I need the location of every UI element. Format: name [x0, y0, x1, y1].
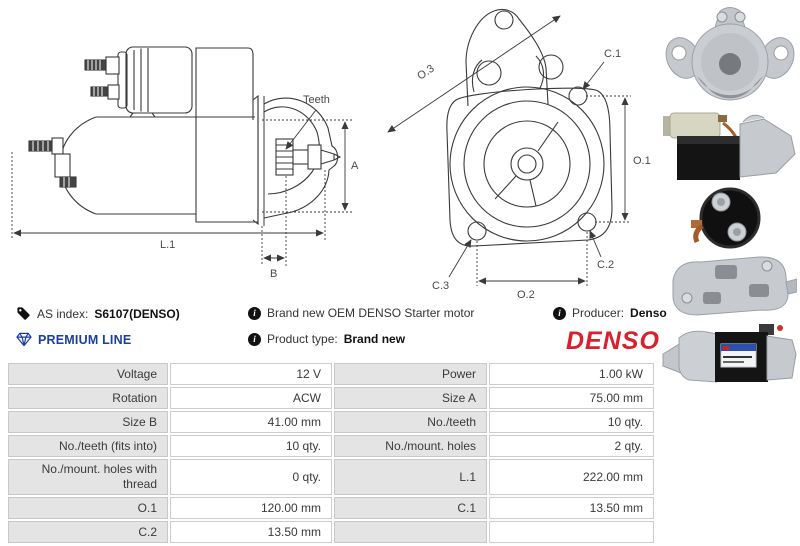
spec-label: C.2 [8, 521, 168, 543]
info-icon: i [248, 332, 261, 346]
spec-label: No./teeth (fits into) [8, 435, 168, 457]
producer-row: i Producer: Denso [553, 306, 667, 320]
spec-value: 13.50 mm [170, 521, 332, 543]
diamond-icon [16, 332, 32, 347]
spec-value: 10 qty. [489, 411, 654, 433]
premium-line-row: PREMIUM LINE [16, 332, 131, 347]
spec-label: Size A [334, 387, 487, 409]
spec-value: 13.50 mm [489, 497, 654, 519]
spec-label: No./teeth [334, 411, 487, 433]
spec-value: 41.00 mm [170, 411, 332, 433]
table-row: Size B 41.00 mm No./teeth 10 qty. [8, 411, 656, 433]
side-view-drawing [28, 46, 342, 226]
spec-value: 2 qty. [489, 435, 654, 457]
tag-icon [17, 307, 30, 320]
premium-line-label: PREMIUM LINE [38, 332, 132, 347]
product-photo-side-label[interactable] [659, 320, 800, 396]
spec-value: 222.00 mm [489, 459, 654, 495]
table-row: No./mount. holes with thread 0 qty. L.1 … [8, 459, 656, 495]
producer-label: Producer: [572, 306, 625, 320]
table-row: Rotation ACW Size A 75.00 mm [8, 387, 656, 409]
product-type-value: Brand new [343, 332, 406, 346]
label-b: B [270, 268, 277, 280]
spec-label: Power [334, 363, 487, 385]
label-teeth: Teeth [303, 94, 330, 106]
spec-value: 75.00 mm [489, 387, 654, 409]
spec-label: Rotation [8, 387, 168, 409]
label-c2: C.2 [597, 259, 614, 271]
table-row: C.2 13.50 mm [8, 521, 656, 543]
spec-value: 0 qty. [170, 459, 332, 495]
as-index-value: S6107(DENSO) [94, 306, 180, 321]
table-row: O.1 120.00 mm C.1 13.50 mm [8, 497, 656, 519]
spec-value: 12 V [170, 363, 332, 385]
spec-label: Voltage [8, 363, 168, 385]
product-type-row: i Product type: Brand new [248, 332, 405, 346]
spec-label: O.1 [8, 497, 168, 519]
spec-value: 120.00 mm [170, 497, 332, 519]
product-type-label: Product type: [267, 332, 338, 346]
label-o2: O.2 [517, 289, 535, 300]
spec-value [489, 521, 654, 543]
label-c3: C.3 [432, 280, 449, 292]
front-view-drawing [446, 8, 613, 247]
spec-label [334, 521, 487, 543]
label-c1: C.1 [604, 48, 621, 60]
label-o1: O.1 [633, 155, 651, 167]
product-photo-solenoid-rear[interactable] [671, 186, 789, 250]
label-l1: L.1 [160, 239, 175, 251]
spec-label: Size B [8, 411, 168, 433]
brand-new-text: Brand new OEM DENSO Starter motor [267, 306, 475, 320]
table-row: Voltage 12 V Power 1.00 kW [8, 363, 656, 385]
product-photo-side[interactable] [663, 106, 797, 184]
spec-label: L.1 [334, 459, 487, 495]
as-index-row: AS index: S6107(DENSO) [16, 306, 180, 321]
producer-value: Denso [630, 306, 667, 320]
spec-value: ACW [170, 387, 332, 409]
table-row: No./teeth (fits into) 10 qty. No./mount.… [8, 435, 656, 457]
denso-logo: DENSO [566, 327, 660, 355]
front-view-dimensions [387, 15, 631, 286]
spec-table: Voltage 12 V Power 1.00 kW Rotation ACW … [8, 363, 656, 545]
spec-label: No./mount. holes with thread [8, 459, 168, 495]
product-photo-flange-back[interactable] [663, 252, 797, 318]
info-icon: i [553, 306, 566, 320]
spec-value: 1.00 kW [489, 363, 654, 385]
spec-value: 10 qty. [170, 435, 332, 457]
product-photo-flange-front[interactable] [663, 4, 797, 104]
side-view-dimensions [11, 109, 352, 266]
info-icon: i [248, 306, 261, 320]
technical-drawings: Teeth A L.1 B [0, 0, 660, 300]
starter-motor-drawing: Teeth A L.1 B [11, 8, 651, 300]
label-a: A [351, 160, 359, 172]
brand-new-row: i Brand new OEM DENSO Starter motor [248, 306, 474, 320]
as-index-label: AS index: [37, 306, 89, 321]
label-o3: O.3 [415, 63, 436, 83]
spec-label: No./mount. holes [334, 435, 487, 457]
spec-label: C.1 [334, 497, 487, 519]
